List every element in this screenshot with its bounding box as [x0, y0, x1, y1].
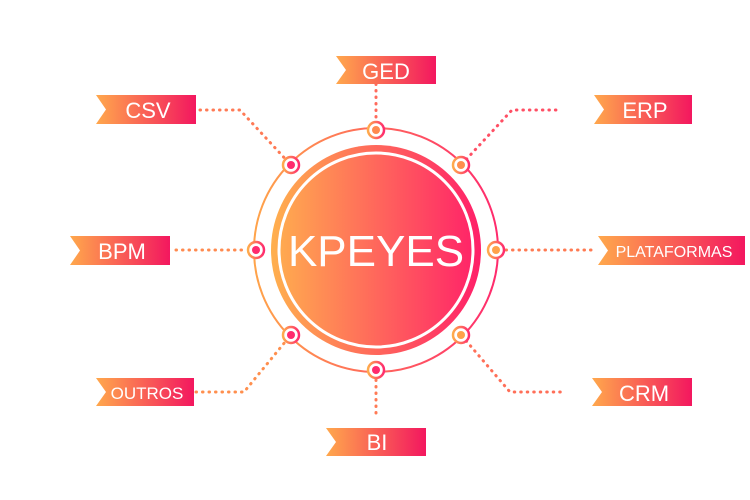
connector-outros: [194, 334, 292, 394]
tag-erp-label: ERP: [622, 98, 667, 123]
tag-bi: BI: [326, 428, 426, 456]
tag-plataformas: PLATAFORMAS: [598, 236, 745, 265]
tag-erp: ERP: [594, 95, 692, 124]
tag-ged-label: GED: [362, 59, 410, 84]
connector-erp: [460, 108, 562, 166]
tag-outros: OUTROS: [96, 378, 194, 406]
tag-outros-label: OUTROS: [111, 384, 184, 403]
connector-crm: [460, 334, 564, 394]
tag-csv: CSV: [96, 95, 196, 124]
ring-dots: [246, 120, 506, 380]
dot-erp: [451, 155, 471, 175]
dot-plataformas: [486, 240, 506, 260]
hub-label: KPEYES: [288, 227, 464, 276]
connectors: [174, 82, 596, 418]
tag-plataformas-label: PLATAFORMAS: [616, 244, 733, 261]
hub-inner-ring: [277, 151, 475, 349]
tag-csv-label: CSV: [125, 98, 171, 123]
hub-core: [271, 145, 481, 355]
connector-csv: [198, 108, 292, 166]
dot-bpm: [246, 240, 266, 260]
tag-crm-label: CRM: [619, 381, 669, 406]
dot-crm: [451, 325, 471, 345]
tag-ged: GED: [336, 56, 436, 84]
dot-ged: [366, 120, 386, 140]
tag-bpm-label: BPM: [98, 239, 146, 264]
tag-bpm: BPM: [70, 236, 170, 265]
hub: KPEYES: [253, 127, 499, 373]
dot-bi: [366, 360, 386, 380]
tag-bi-label: BI: [367, 430, 388, 455]
dot-outros: [281, 325, 301, 345]
dot-csv: [281, 155, 301, 175]
tag-crm: CRM: [592, 378, 692, 406]
tags: GED CSV ERP BPM PLATAFORMAS OUTROS: [70, 56, 745, 456]
